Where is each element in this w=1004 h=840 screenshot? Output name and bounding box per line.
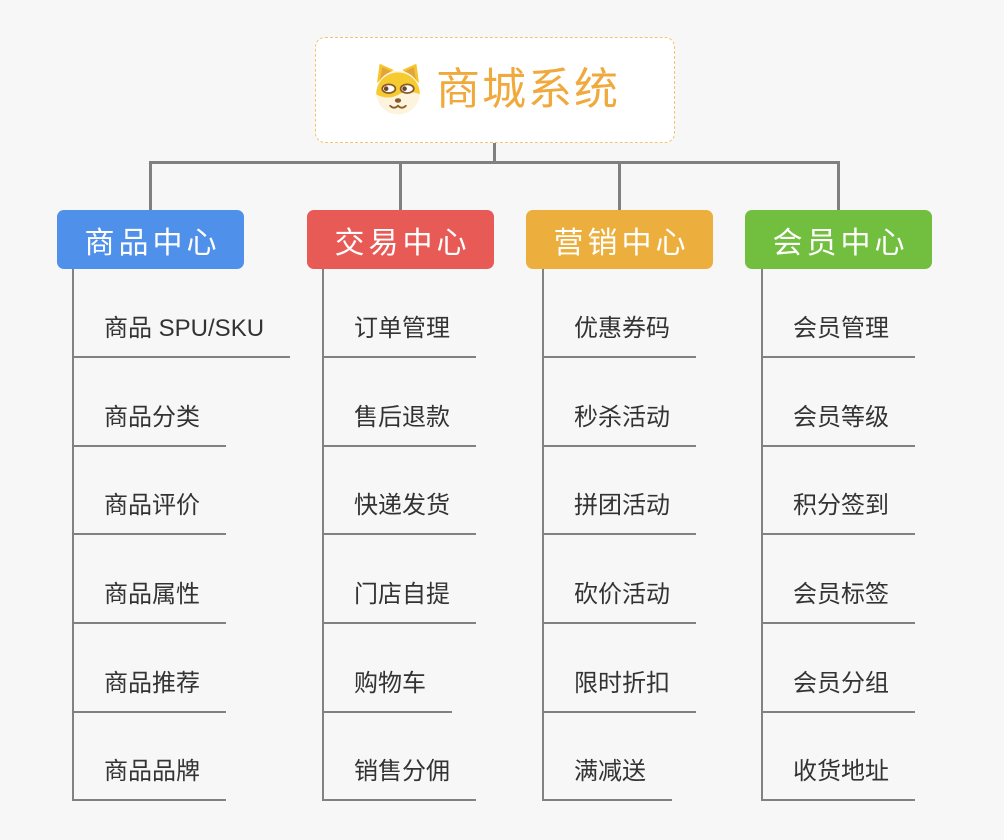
child-node[interactable]: 会员分组	[761, 667, 915, 713]
child-node[interactable]: 门店自提	[322, 578, 476, 624]
connector-drop-branch-1	[149, 161, 152, 211]
child-node[interactable]: 商品 SPU/SKU	[72, 312, 291, 358]
root-title: 商城系统	[436, 65, 620, 114]
child-node[interactable]: 秒杀活动	[542, 401, 696, 447]
child-node[interactable]: 购物车	[322, 667, 452, 713]
child-node[interactable]: 销售分佣	[322, 755, 476, 801]
child-node[interactable]: 商品推荐	[72, 667, 226, 713]
connector-root-stem	[493, 143, 496, 163]
child-node[interactable]: 快递发货	[322, 489, 476, 535]
child-node[interactable]: 砍价活动	[542, 578, 696, 624]
child-node[interactable]: 满减送	[542, 755, 672, 801]
child-node[interactable]: 会员等级	[761, 401, 915, 447]
branch-node-marketing-center[interactable]: 营销中心	[526, 210, 713, 269]
child-node[interactable]: 会员管理	[761, 312, 915, 358]
branch-node-trade-center[interactable]: 交易中心	[307, 210, 494, 269]
child-node[interactable]: 商品属性	[72, 578, 226, 624]
child-node[interactable]: 拼团活动	[542, 489, 696, 535]
root-node[interactable]: 商城系统	[315, 37, 675, 143]
child-node[interactable]: 商品品牌	[72, 755, 226, 801]
child-node[interactable]: 优惠券码	[542, 312, 696, 358]
connector-drop-branch-2	[399, 161, 402, 211]
child-node[interactable]: 订单管理	[322, 312, 476, 358]
connector-drop-branch-3	[618, 161, 621, 211]
child-node[interactable]: 会员标签	[761, 578, 915, 624]
branch-node-member-center[interactable]: 会员中心	[745, 210, 932, 269]
connector-horizontal-bar	[149, 161, 840, 164]
child-node[interactable]: 限时折扣	[542, 667, 696, 713]
branch-node-product-center[interactable]: 商品中心	[57, 210, 244, 269]
child-node[interactable]: 积分签到	[761, 489, 915, 535]
connector-drop-branch-4	[837, 161, 840, 211]
child-node[interactable]: 商品分类	[72, 401, 226, 447]
dog-face-icon	[370, 62, 426, 118]
child-node[interactable]: 收货地址	[761, 755, 915, 801]
child-node[interactable]: 商品评价	[72, 489, 226, 535]
child-node[interactable]: 售后退款	[322, 401, 476, 447]
